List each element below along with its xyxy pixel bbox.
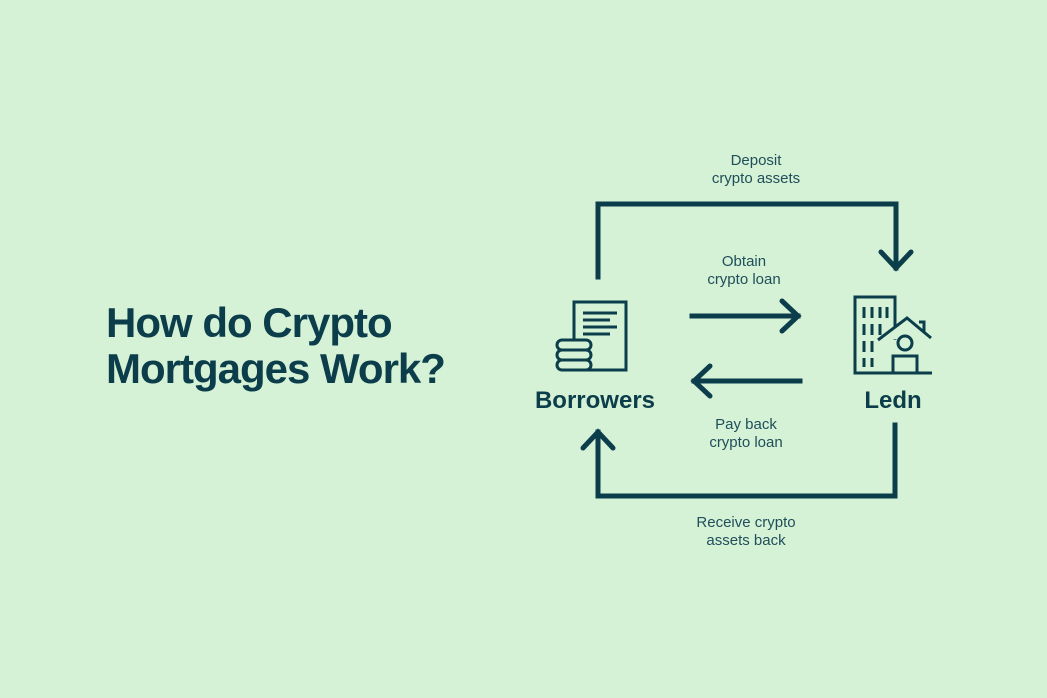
payback-label: Pay back crypto loan [709,416,783,451]
building-house-icon [853,295,932,375]
borrowers-label: Borrowers [534,387,656,414]
ledn-label: Ledn [864,387,922,414]
obtain-arrowhead-icon [779,298,802,334]
document-coins-icon [555,300,628,372]
receive-arrowhead-icon [580,428,616,451]
deposit-arrow [595,201,899,280]
deposit-label: Deposit crypto assets [711,152,801,187]
page-title: How do Crypto Mortgages Work? [106,299,446,392]
deposit-arrowhead-icon [878,249,914,272]
payback-arrowhead-icon [690,363,713,399]
receive-arrow [595,422,898,499]
title-line-1: How do Crypto [106,299,393,346]
title-line-2: Mortgages Work? [106,345,446,392]
obtain-label: Obtain crypto loan [707,253,781,288]
receive-label: Receive crypto assets back [696,514,796,549]
